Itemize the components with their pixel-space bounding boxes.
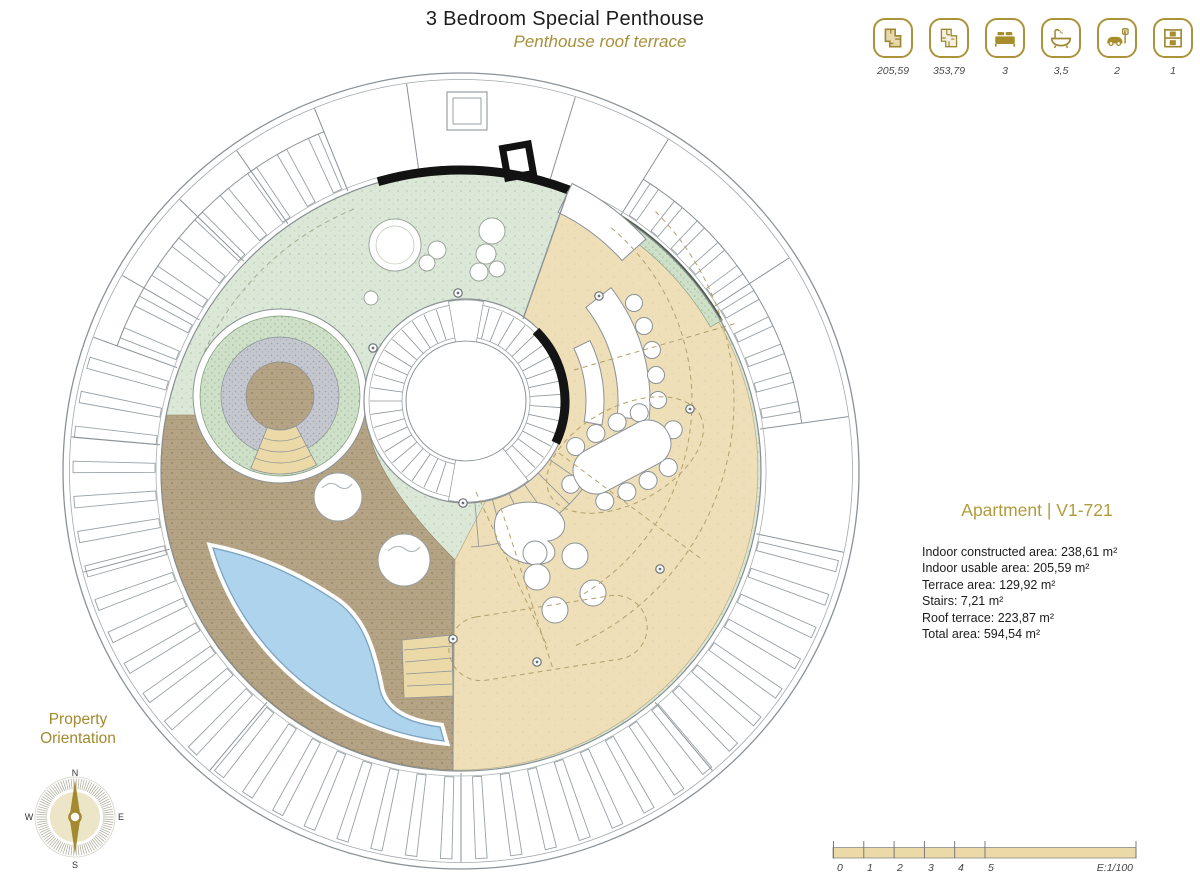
floorplan-outline-icon	[929, 18, 969, 58]
stat-value: 205,59	[876, 65, 910, 77]
compass-n: N	[72, 768, 79, 778]
ring-dividers	[71, 83, 849, 862]
bathtub-icon	[1041, 18, 1081, 58]
compass-s: S	[72, 860, 78, 870]
detail-line: Stairs: 7,21 m²	[922, 594, 1004, 609]
detail-line: Indoor constructed area: 238,61 m²	[922, 545, 1118, 559]
curved-bench	[573, 339, 605, 426]
pool-steps	[401, 634, 454, 699]
stat-value: 3	[1002, 65, 1008, 77]
outer-ring	[62, 72, 860, 870]
stat-parking: P 2	[1096, 18, 1138, 77]
stat-constructed-area: 353,79	[928, 18, 970, 77]
roof-planters	[363, 217, 506, 306]
detail-line: Roof terrace: 223,87 m²	[922, 610, 1055, 625]
apartment-details: Indoor constructed area: 238,61 m² Indoo…	[922, 544, 1182, 642]
property-orientation-label: Property Orientation	[40, 711, 116, 747]
storage-shelf-icon	[1153, 18, 1193, 58]
compass-w: W	[25, 812, 34, 822]
compass: N E S W	[25, 768, 124, 870]
bed-icon	[985, 18, 1025, 58]
curved-wall	[376, 165, 571, 195]
partition-wall	[522, 190, 569, 320]
detail-line: Indoor usable area: 205,59 m²	[922, 561, 1090, 576]
scale-bar: 0 1 2 3 4 5 E:1/100	[832, 841, 1137, 874]
page-title: 3 Bedroom Special Penthouse	[425, 8, 705, 30]
stat-bedrooms: 3	[984, 18, 1026, 77]
compass-e: E	[118, 812, 124, 822]
scale-ratio-label: E:1/100	[1097, 862, 1133, 874]
stat-value: 3,5	[1053, 65, 1069, 77]
stat-storage: 1	[1152, 18, 1194, 77]
chimney	[498, 139, 538, 183]
skylight-square	[446, 91, 488, 131]
circulation-dashes	[448, 211, 738, 682]
scale-tick-5: 5	[988, 862, 994, 874]
stat-usable-area: 205,59	[872, 18, 914, 77]
car-parking-icon: P	[1097, 18, 1137, 58]
stat-bathrooms: 3,5	[1040, 18, 1082, 77]
scale-tick-3: 3	[928, 862, 934, 874]
page-subtitle: Penthouse roof terrace	[513, 32, 687, 51]
detail-line: Total area: 594,54 m²	[922, 627, 1041, 642]
apartment-title: Apartment | V1-721	[961, 500, 1113, 520]
central-stair-core	[363, 298, 589, 548]
indoor-furniture	[494, 182, 683, 624]
scale-tick-0: 0	[837, 862, 843, 874]
stats-row: 205,59 353,79 3	[872, 18, 1194, 77]
lounge-kidney	[494, 501, 566, 565]
terrace-loungers	[313, 472, 431, 587]
green-dash	[200, 208, 356, 361]
core-wall	[532, 327, 570, 445]
dining-table	[561, 403, 683, 511]
scale-tick-2: 2	[896, 862, 903, 874]
sunken-lounge	[192, 308, 368, 484]
stat-value: 2	[1114, 65, 1120, 77]
louvre-fins	[72, 133, 840, 860]
scale-tick-1: 1	[867, 862, 873, 874]
stat-value: 1	[1170, 65, 1176, 77]
detail-line: Terrace area: 129,92 m²	[922, 577, 1056, 592]
survey-markers	[368, 288, 695, 667]
floorplan-filled-icon	[873, 18, 913, 58]
swimming-pool	[206, 542, 451, 747]
svg-text:P: P	[1124, 29, 1127, 35]
scale-tick-4: 4	[958, 862, 964, 874]
stat-value: 353,79	[932, 65, 966, 77]
